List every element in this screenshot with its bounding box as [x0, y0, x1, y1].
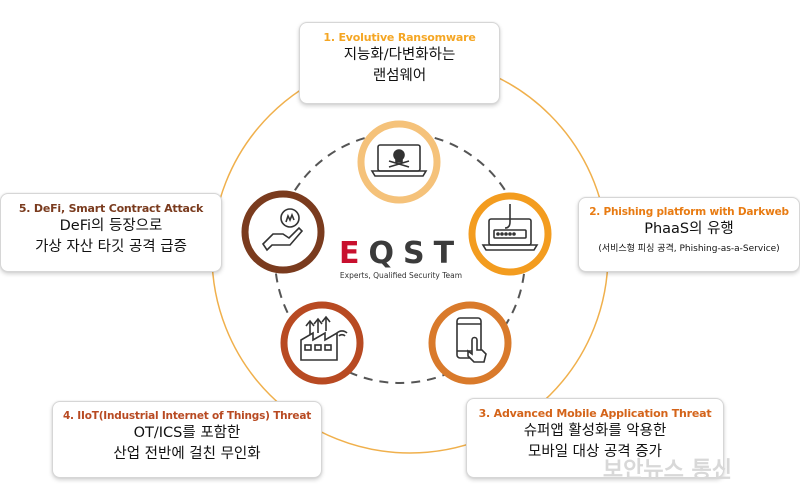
- defi-line1: DeFi의 등장으로: [59, 218, 163, 234]
- mobile-box: 3. Advanced Mobile Application Threat 슈퍼…: [466, 398, 724, 478]
- mobile-title: 3. Advanced Mobile Application Threat: [478, 407, 712, 420]
- iiot-line2: 산업 전반에 걸친 무인화: [113, 446, 261, 462]
- mobile-line2: 모바일 대상 공격 증가: [528, 444, 662, 460]
- defi-line2: 가상 자산 타깃 공격 급증: [35, 239, 187, 255]
- phishing-line1: PhaaS의 유행: [644, 221, 734, 237]
- phishing-box: 2. Phishing platform with Darkweb PhaaS의…: [578, 197, 800, 272]
- factory-icon: [300, 315, 348, 361]
- iiot-line1: OT/ICS를 포함한: [133, 425, 241, 441]
- phishing-node: [468, 192, 552, 276]
- defi-node: [241, 190, 325, 274]
- phishing-sub: (서비스형 피싱 공격, Phishing-as-a-Service): [598, 244, 780, 254]
- mobile-line1: 슈퍼앱 활성화를 악용한: [523, 423, 667, 439]
- watermark: 보안뉴스 통신: [602, 458, 732, 483]
- logo-mark-e: E: [338, 236, 369, 271]
- iiot-box: 4. IIoT(Industrial Internet of Things) T…: [52, 401, 322, 478]
- mobile-node: [428, 301, 512, 385]
- hand-coin-icon: [261, 208, 304, 252]
- eqst-logo: EQST Experts, Qualified Security Team: [336, 236, 466, 281]
- ransomware-node: [357, 120, 441, 204]
- logo-tagline: Experts, Qualified Security Team: [339, 271, 463, 280]
- logo-mark-rest: QST: [368, 236, 464, 271]
- iiot-title: 4. IIoT(Industrial Internet of Things) T…: [62, 410, 312, 422]
- ransomware-line2: 랜섬웨어: [372, 68, 427, 84]
- laptop-skull-icon: [370, 144, 428, 177]
- phishing-title: 2. Phishing platform with Darkweb: [589, 206, 789, 218]
- defi-box: 5. DeFi, Smart Contract Attack DeFi의 등장으…: [0, 193, 222, 272]
- ransomware-line1: 지능화/다변화하는: [343, 47, 456, 63]
- ransomware-title: 1. Evolutive Ransomware: [323, 31, 476, 44]
- ransomware-box: 1. Evolutive Ransomware 지능화/다변화하는 랜섬웨어: [299, 22, 500, 104]
- smartphone-touch-icon: [456, 317, 487, 363]
- iiot-node: [280, 301, 364, 385]
- laptop-phishing-hook-icon: [481, 204, 539, 251]
- defi-title: 5. DeFi, Smart Contract Attack: [18, 202, 204, 215]
